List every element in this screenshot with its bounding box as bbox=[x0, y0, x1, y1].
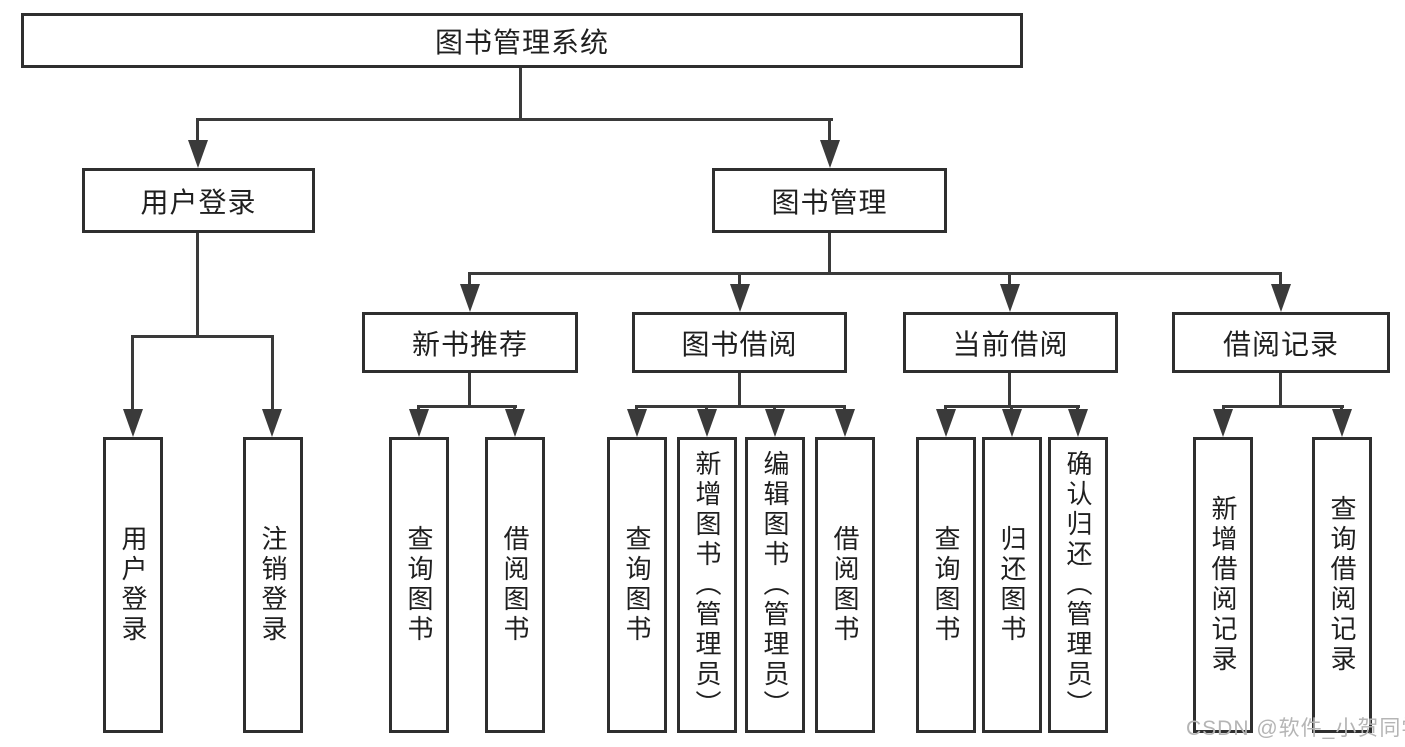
leaf-label: 查询借阅记录 bbox=[1327, 495, 1357, 675]
node-new-book-recommendation: 新书推荐 bbox=[362, 312, 578, 373]
node-label: 新书推荐 bbox=[411, 328, 528, 360]
node-label: 用户登录 bbox=[140, 186, 257, 218]
leaf-query-books-borrowing: 查询图书 bbox=[607, 437, 667, 733]
arrowhead-down-icon bbox=[1271, 284, 1291, 312]
leaf-label: 编辑图书（管理员） bbox=[760, 450, 790, 720]
leaf-label: 新增图书（管理员） bbox=[692, 450, 722, 720]
node-label: 图书管理 bbox=[771, 186, 888, 218]
node-current-borrowing: 当前借阅 bbox=[903, 312, 1118, 373]
arrowhead-down-icon bbox=[1002, 409, 1022, 437]
connector-line bbox=[1008, 373, 1011, 407]
arrowhead-down-icon bbox=[1068, 409, 1088, 437]
arrowhead-down-icon bbox=[697, 409, 717, 437]
leaf-label: 借阅图书 bbox=[500, 525, 530, 645]
leaf-query-books-recommend: 查询图书 bbox=[389, 437, 449, 733]
connector-line bbox=[738, 373, 741, 407]
connector-line bbox=[1222, 405, 1344, 408]
leaf-label: 注销登录 bbox=[258, 525, 288, 645]
leaf-edit-books-admin: 编辑图书（管理员） bbox=[745, 437, 805, 733]
arrowhead-down-icon bbox=[123, 409, 143, 437]
arrowhead-down-icon bbox=[505, 409, 525, 437]
connector-line bbox=[469, 272, 1282, 275]
arrowhead-down-icon bbox=[835, 409, 855, 437]
leaf-label: 用户登录 bbox=[118, 525, 148, 645]
node-label: 借阅记录 bbox=[1222, 328, 1339, 360]
arrowhead-down-icon bbox=[936, 409, 956, 437]
arrowhead-down-icon bbox=[820, 140, 840, 168]
leaf-query-borrow-record: 查询借阅记录 bbox=[1312, 437, 1372, 733]
connector-line bbox=[131, 335, 134, 411]
connector-line bbox=[828, 233, 831, 272]
leaf-user-login: 用户登录 bbox=[103, 437, 163, 733]
leaf-label: 确认归还（管理员） bbox=[1063, 450, 1093, 720]
leaf-add-borrow-record: 新增借阅记录 bbox=[1193, 437, 1253, 733]
leaf-borrow-books-recommend: 借阅图书 bbox=[485, 437, 545, 733]
leaf-query-books-current: 查询图书 bbox=[916, 437, 976, 733]
node-label: 图书借阅 bbox=[681, 328, 798, 360]
node-library-management-system: 图书管理系统 bbox=[21, 13, 1023, 68]
connector-line bbox=[468, 373, 471, 407]
arrowhead-down-icon bbox=[1213, 409, 1233, 437]
arrowhead-down-icon bbox=[409, 409, 429, 437]
leaf-return-books: 归还图书 bbox=[982, 437, 1042, 733]
connector-line bbox=[828, 118, 831, 142]
connector-line bbox=[738, 272, 741, 286]
leaf-label: 借阅图书 bbox=[830, 525, 860, 645]
arrowhead-down-icon bbox=[730, 284, 750, 312]
arrowhead-down-icon bbox=[765, 409, 785, 437]
leaf-label: 新增借阅记录 bbox=[1208, 495, 1238, 675]
connector-line bbox=[1279, 272, 1282, 286]
connector-line bbox=[636, 405, 846, 408]
connector-line bbox=[417, 405, 517, 408]
connector-line bbox=[271, 335, 274, 411]
node-book-management: 图书管理 bbox=[712, 168, 947, 233]
connector-line bbox=[1279, 373, 1282, 407]
leaf-label: 查询图书 bbox=[622, 525, 652, 645]
connector-line bbox=[131, 335, 274, 338]
leaf-label: 查询图书 bbox=[404, 525, 434, 645]
node-label: 当前借阅 bbox=[952, 328, 1069, 360]
leaf-logout: 注销登录 bbox=[243, 437, 303, 733]
connector-line bbox=[519, 68, 522, 118]
leaf-label: 归还图书 bbox=[997, 525, 1027, 645]
arrowhead-down-icon bbox=[460, 284, 480, 312]
leaf-borrow-books: 借阅图书 bbox=[815, 437, 875, 733]
arrowhead-down-icon bbox=[1332, 409, 1352, 437]
arrowhead-down-icon bbox=[188, 140, 208, 168]
connector-line bbox=[197, 118, 833, 121]
connector-line bbox=[468, 272, 471, 286]
connector-line bbox=[196, 118, 199, 142]
arrowhead-down-icon bbox=[627, 409, 647, 437]
connector-line bbox=[1008, 272, 1011, 286]
watermark: CSDN @软件_小贺同学 bbox=[1186, 717, 1405, 740]
node-borrowing-records: 借阅记录 bbox=[1172, 312, 1390, 373]
leaf-add-books-admin: 新增图书（管理员） bbox=[677, 437, 737, 733]
leaf-confirm-return-admin: 确认归还（管理员） bbox=[1048, 437, 1108, 733]
arrowhead-down-icon bbox=[1000, 284, 1020, 312]
connector-line bbox=[196, 233, 199, 335]
node-user-login: 用户登录 bbox=[82, 168, 315, 233]
leaf-label: 查询图书 bbox=[931, 525, 961, 645]
arrowhead-down-icon bbox=[262, 409, 282, 437]
node-label: 图书管理系统 bbox=[434, 26, 609, 58]
node-book-borrowing: 图书借阅 bbox=[632, 312, 847, 373]
